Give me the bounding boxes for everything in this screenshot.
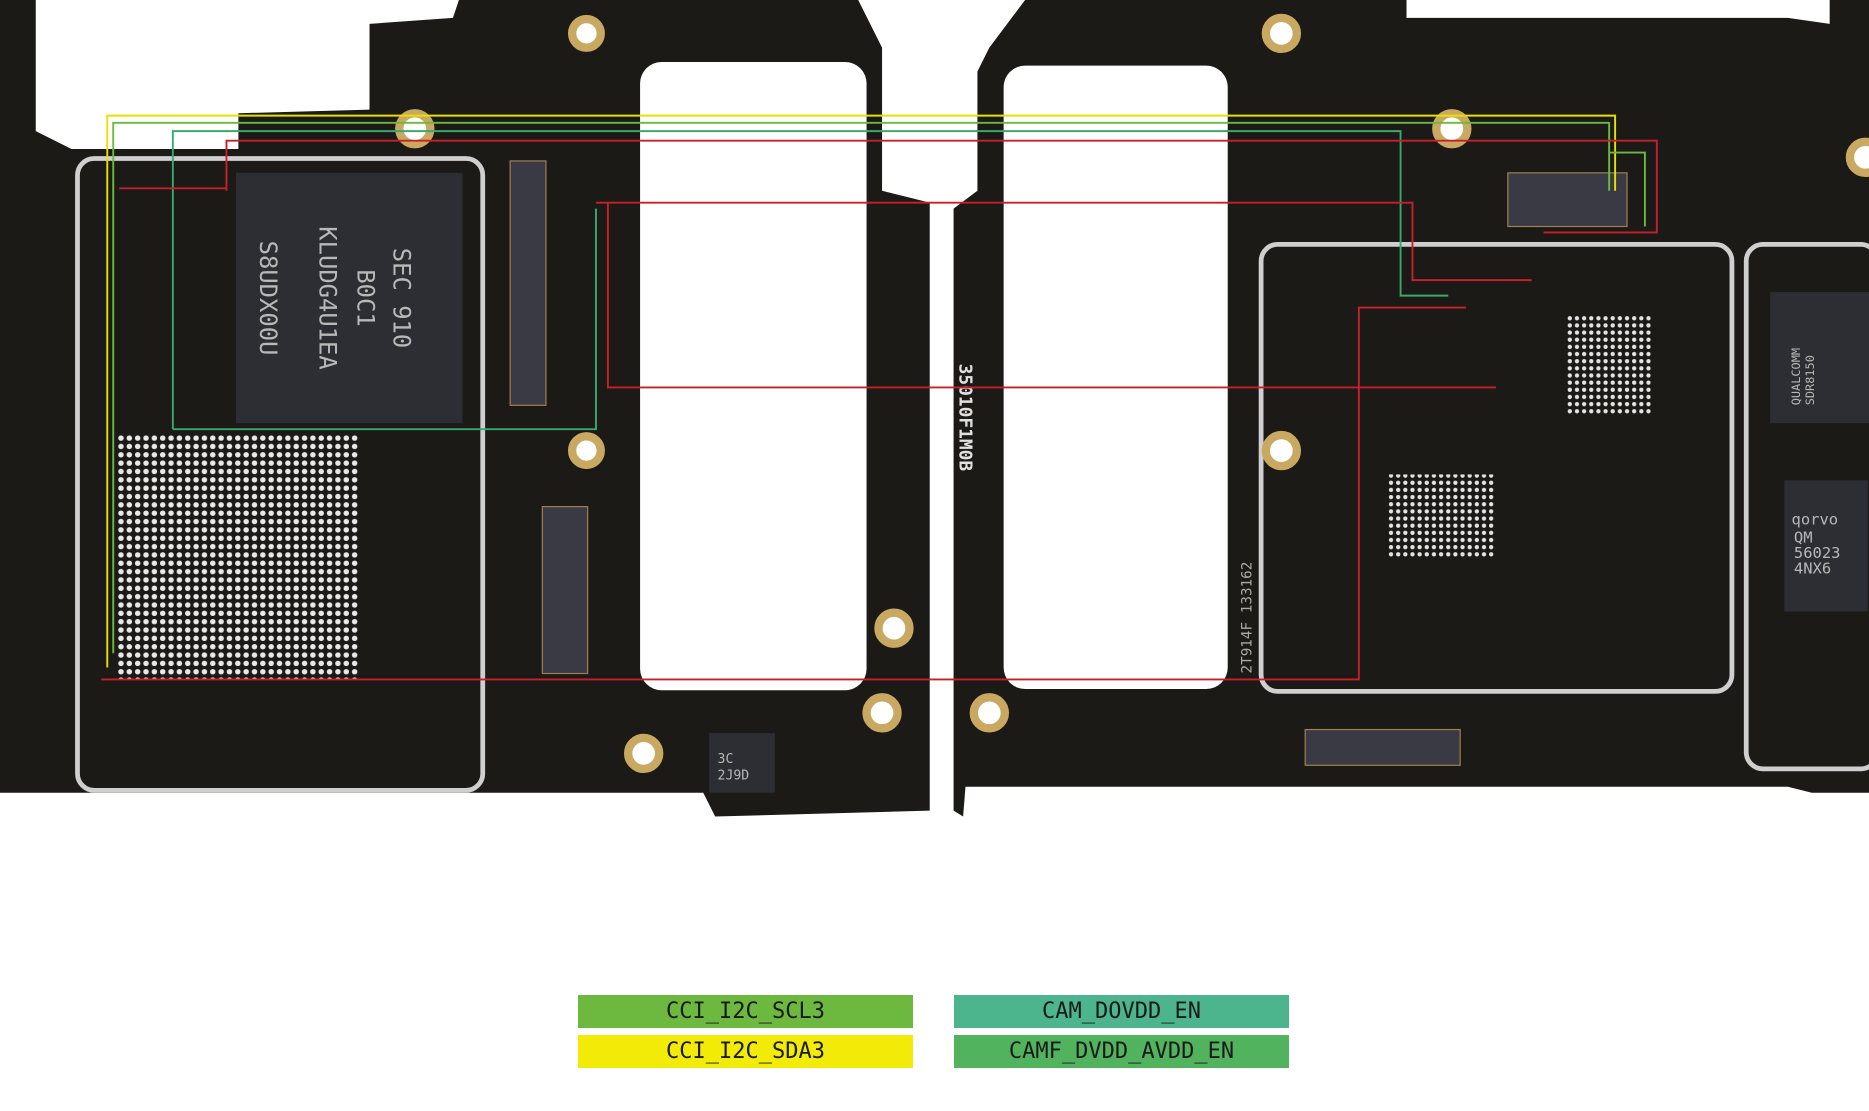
rf-chip-line3: 56023 [1794,544,1841,562]
trace-red-3 [606,202,1496,389]
rf-chip-line4: 4NX6 [1794,559,1831,577]
connector-left-top [509,160,547,406]
legend-cam-dovdd-en: CAM_DOVDD_EN [954,995,1289,1028]
rf-chip-line2: QM [1794,528,1813,546]
left-cutout [640,61,867,691]
rf-chip [1784,480,1868,612]
trace-red-4 [101,306,1467,681]
memory-chip-line2: B0C1 [352,269,380,326]
qualcomm-chip-line1: QUALCOMM [1789,348,1803,405]
legend-cci-i2c-scl3: CCI_I2C_SCL3 [578,995,913,1028]
qualcomm-chip-line2: SDR8150 [1803,355,1817,405]
memory-chip-line3: KLUDG4U1EA [313,226,341,369]
qualcomm-chip [1770,292,1869,424]
rf-chip-line1: qorvo [1792,511,1839,529]
trace-cci-i2c-scl3 [112,121,1646,654]
trace-camf-dvdd-avdd-en [119,139,1658,234]
connector-right [1507,172,1628,228]
legend-cci-i2c-sda3: CCI_I2C_SDA3 [578,1035,913,1068]
right-cutout [1003,65,1228,690]
small-chip-line1: 3C [718,752,734,767]
memory-chip [236,172,463,424]
pcb-code-text: 2T914F 133162 [1240,562,1256,674]
legend-camf-dvdd-avdd-en: CAMF_DVDD_AVDD_EN [954,1035,1289,1068]
board-id-text: 35010F1M0B [955,364,976,472]
soc-bga-pads [115,435,360,680]
connector-left-bottom [541,506,589,675]
small-chip-line2: 2J9D [718,769,750,784]
memory-chip-line4: S8UDX00U [254,241,282,356]
trace-red-2 [595,201,1532,282]
trace-cam-dovdd-en [171,130,1449,431]
memory-chip-line1: SEC 910 [387,248,415,348]
